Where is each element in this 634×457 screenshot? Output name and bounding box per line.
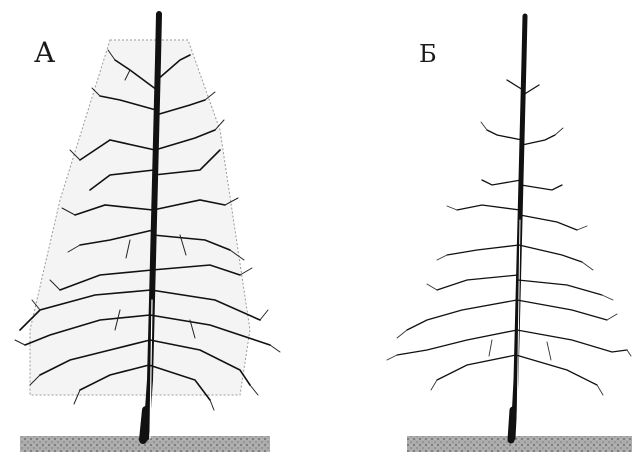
tree-illustration-b [317, 0, 634, 457]
panel-label-a: А [34, 36, 55, 69]
tree-panel-b: Б [317, 0, 634, 457]
tree-trunk [511, 16, 525, 440]
tree-branches [397, 80, 627, 385]
tree-panel-a: А [0, 0, 317, 457]
panel-label-b: Б [419, 40, 437, 68]
